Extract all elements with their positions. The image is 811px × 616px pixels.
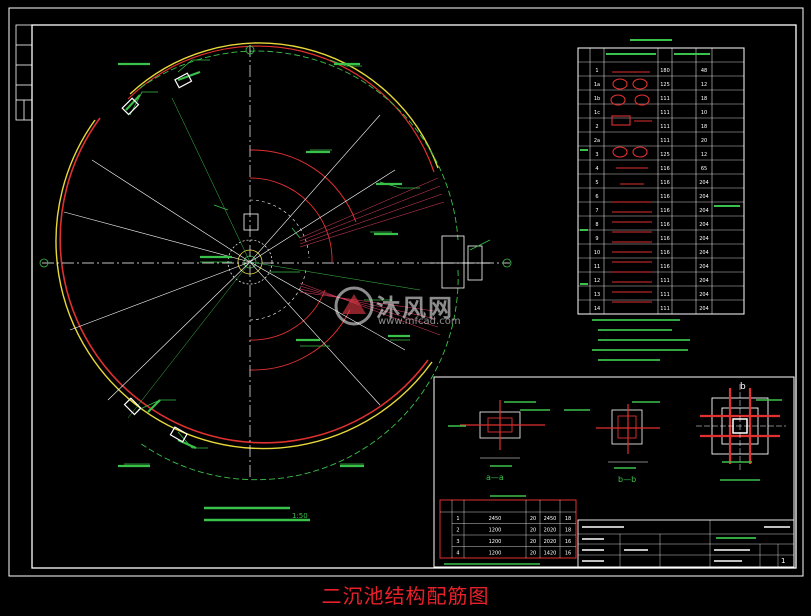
small-table-cell: 2020 [544,528,557,534]
table-cell-diameter: 116 [660,264,670,270]
table-cell-count: 204 [699,236,709,242]
small-table-cell: 2450 [544,516,557,522]
watermark-logo-icon [334,286,374,326]
table-cell-mark: 5 [595,180,598,186]
small-table-cell: 2 [456,528,459,534]
small-table-cell: 20 [530,551,536,557]
table-cell-count: 204 [699,194,709,200]
table-cell-mark: 12 [594,278,600,284]
small-table-cell: 2450 [489,516,502,522]
small-table-cell: 3 [456,539,459,545]
table-cell-mark: 1a [594,82,600,88]
table-cell-mark: 2a [594,138,600,144]
table-cell-mark: 1b [594,96,600,102]
detail-column: b [696,382,786,481]
table-cell-mark: 10 [594,250,600,256]
small-table-cell: 16 [565,539,571,545]
table-cell-diameter: 116 [660,208,670,214]
table-cell-count: 204 [699,250,709,256]
table-cell-mark: 11 [594,264,600,270]
table-cell-diameter: 116 [660,194,670,200]
table-cell-count: 48 [701,68,707,74]
table-cell-count: 204 [699,292,709,298]
small-table-cell: 20 [530,528,536,534]
table-cell-mark: 1c [594,110,600,116]
table-cell-diameter: 116 [660,166,670,172]
table-cell-diameter: 116 [660,236,670,242]
table-cell-mark: 9 [595,236,598,242]
small-table-cell: 20 [530,539,536,545]
detail-a-label: a—a [486,473,504,482]
title-block: 1 [577,519,795,568]
small-table-cell: 16 [565,551,571,557]
detail-b-label: b—b [618,475,636,484]
table-cell-diameter: 111 [660,306,670,312]
drawing-caption: 二沉池结构配筋图 [321,584,490,608]
detail-column-mark: b [740,382,746,392]
inner-frame [31,24,797,569]
table-cell-count: 18 [701,124,707,130]
table-cell-count: 10 [701,110,707,116]
detail-panel: a—a b—b b [433,376,795,568]
small-table-cell: 1420 [544,551,557,557]
table-cell-count: 12 [701,152,707,158]
table-cell-count: 18 [701,96,707,102]
table-cell-count: 204 [699,278,709,284]
table-cell-mark: 8 [595,222,598,228]
table-cell-diameter: 111 [660,110,670,116]
table-cell-count: 12 [701,82,707,88]
table-cell-count: 20 [701,138,707,144]
table-cell-diameter: 116 [660,250,670,256]
small-table-cell: 2020 [544,539,557,545]
table-cell-mark: 3 [595,152,598,158]
table-cell-count: 204 [699,264,709,270]
watermark-url: www.mfcad.com [378,316,461,327]
table-cell-diameter: 125 [660,82,670,88]
table-cell-mark: 2 [595,124,598,130]
table-cell-mark: 1 [595,68,598,74]
table-cell-count: 65 [701,166,707,172]
table-cell-mark: 4 [595,166,598,172]
outer-frame [8,7,804,577]
table-cell-mark: 13 [594,292,600,298]
detail-b: b—b [564,401,660,484]
table-cell-diameter: 111 [660,96,670,102]
table-cell-diameter: 116 [660,222,670,228]
plan-scale: 1:50 [292,512,308,520]
small-table-cell: 1 [456,516,459,522]
table-cell-mark: 7 [595,208,598,214]
table-cell-count: 204 [699,208,709,214]
table-cell-diameter: 116 [660,180,670,186]
small-table-cell: 4 [456,551,459,557]
watermark-name: 沐风网 [376,294,454,322]
small-table-cell: 1200 [489,528,502,534]
table-cell-diameter: 125 [660,152,670,158]
table-cell-diameter: 180 [660,68,670,74]
table-cell-mark: 6 [595,194,598,200]
table-cell-count: 204 [699,306,709,312]
sheet-number: 1 [781,557,785,565]
small-table-cell: 1200 [489,551,502,557]
table-cell-count: 204 [699,180,709,186]
tank-plan: 1:50 [39,42,512,522]
detail-a: a—a [448,400,550,482]
table-cell-count: 204 [699,222,709,228]
table-cell-diameter: 111 [660,278,670,284]
table-cell-diameter: 111 [660,292,670,298]
small-table-cell: 18 [565,516,571,522]
small-table-cell: 20 [530,516,536,522]
table-cell-diameter: 111 [660,138,670,144]
small-table-cell: 1200 [489,539,502,545]
table-cell-diameter: 111 [660,124,670,130]
small-table-cell: 18 [565,528,571,534]
binding-strip [15,24,33,121]
site-watermark: 沐风网 www.mfcad.com [332,284,502,332]
table-cell-mark: 14 [594,306,600,312]
